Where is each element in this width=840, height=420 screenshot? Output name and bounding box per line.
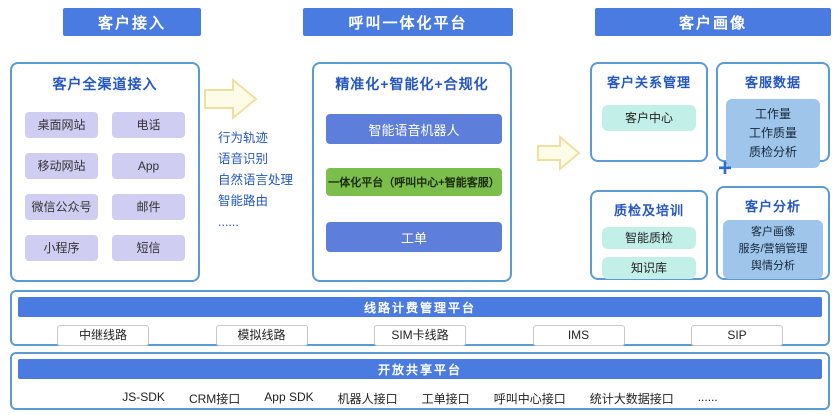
channel-app: App bbox=[112, 153, 185, 179]
node-workorder-api: 工单接口 bbox=[421, 392, 470, 406]
flow-arrow-right-icon bbox=[537, 135, 581, 171]
capability-item: 智能路由 bbox=[218, 194, 269, 208]
channel-wechat: 微信公众号 bbox=[25, 194, 98, 220]
access-box-title: 客户全渠道接入 bbox=[52, 76, 158, 92]
node-api-ellipsis: ...... bbox=[697, 390, 718, 404]
plus-icon: + bbox=[717, 155, 732, 182]
service-data-box: 客服数据 工作量 工作质量 质检分析 bbox=[716, 62, 830, 168]
capability-item: 语音识别 bbox=[218, 152, 269, 166]
node-service-marketing: 服务/营销管理 bbox=[738, 243, 808, 255]
channel-sms: 短信 bbox=[112, 235, 185, 261]
banner-customer-profile: 客户画像 bbox=[595, 8, 831, 36]
channel-miniprogram: 小程序 bbox=[25, 235, 98, 261]
crm-box-title: 客户关系管理 bbox=[606, 75, 691, 90]
node-customer-portrait: 客户画像 bbox=[751, 226, 795, 238]
capability-item-ellipsis: ...... bbox=[218, 215, 239, 229]
banner-call-platform: 呼叫一体化平台 bbox=[303, 8, 513, 36]
platform-box-title: 精准化+智能化+合规化 bbox=[335, 76, 489, 92]
analysis-box: 客户分析 客户画像 服务/营销管理 舆情分析 bbox=[716, 186, 830, 280]
node-crm-api: CRM接口 bbox=[188, 392, 241, 406]
node-bigdata-api: 统计大数据接口 bbox=[589, 392, 674, 406]
qc-box: 质检及培训 智能质检 知识库 bbox=[590, 190, 708, 280]
channel-desktop-web: 桌面网站 bbox=[25, 112, 98, 138]
node-work-order: 工单 bbox=[326, 222, 502, 252]
node-workload: 工作量 bbox=[754, 107, 791, 121]
billing-box: 线路计费管理平台 中继线路 模拟线路 SIM卡线路 IMS SIP bbox=[10, 290, 830, 346]
node-qc-analysis: 质检分析 bbox=[748, 145, 797, 159]
flow-arrow-left-icon bbox=[204, 78, 258, 120]
billing-line-row: 中继线路 模拟线路 SIM卡线路 IMS SIP bbox=[12, 317, 828, 346]
service-data-box-title: 客服数据 bbox=[744, 75, 801, 90]
node-ims: IMS bbox=[532, 325, 625, 346]
node-trunk-line: 中继线路 bbox=[57, 325, 149, 346]
capability-list: 行为轨迹 语音识别 自然语言处理 智能路由 ...... bbox=[218, 128, 293, 233]
open-api-row: JS-SDK CRM接口 App SDK 机器人接口 工单接口 呼叫中心接口 统… bbox=[12, 379, 828, 407]
platform-box: 精准化+智能化+合规化 智能语音机器人 一体化平台（呼叫中心+智能客服） 工单 bbox=[312, 62, 512, 282]
crm-box: 客户关系管理 客户中心 bbox=[590, 62, 708, 162]
node-integrated-platform: 一体化平台（呼叫中心+智能客服） bbox=[326, 168, 502, 196]
node-customer-center: 客户中心 bbox=[602, 105, 696, 131]
node-analog-line: 模拟线路 bbox=[215, 325, 308, 346]
node-work-quality: 工作质量 bbox=[748, 126, 797, 140]
node-sim-line: SIM卡线路 bbox=[374, 325, 466, 346]
capability-item: 自然语言处理 bbox=[218, 173, 294, 187]
node-sip: SIP bbox=[691, 325, 783, 346]
node-smart-qc: 智能质检 bbox=[602, 227, 696, 249]
node-app-sdk: App SDK bbox=[264, 390, 314, 404]
open-box: 开放共享平台 JS-SDK CRM接口 App SDK 机器人接口 工单接口 呼… bbox=[10, 352, 830, 410]
channel-phone: 电话 bbox=[112, 112, 185, 138]
channel-mobile-web: 移动网站 bbox=[25, 153, 98, 179]
channel-grid: 桌面网站 电话 移动网站 App 微信公众号 邮件 小程序 短信 bbox=[12, 94, 198, 261]
node-js-sdk: JS-SDK bbox=[122, 390, 165, 404]
node-sentiment-analysis: 舆情分析 bbox=[751, 260, 795, 272]
access-box: 客户全渠道接入 桌面网站 电话 移动网站 App 微信公众号 邮件 小程序 短信 bbox=[10, 62, 200, 282]
qc-box-title: 质检及培训 bbox=[613, 203, 684, 218]
node-callcenter-api: 呼叫中心接口 bbox=[493, 392, 566, 406]
open-banner: 开放共享平台 bbox=[18, 359, 822, 379]
banner-customer-access: 客户接入 bbox=[63, 8, 201, 36]
capability-item: 行为轨迹 bbox=[218, 131, 269, 145]
analysis-block: 客户画像 服务/营销管理 舆情分析 bbox=[723, 220, 823, 279]
channel-email: 邮件 bbox=[112, 194, 185, 220]
billing-banner: 线路计费管理平台 bbox=[18, 297, 822, 317]
node-knowledge-base: 知识库 bbox=[602, 257, 696, 279]
node-voice-robot: 智能语音机器人 bbox=[326, 114, 502, 144]
node-robot-api: 机器人接口 bbox=[337, 392, 398, 406]
service-data-block: 工作量 工作质量 质检分析 bbox=[726, 99, 820, 168]
analysis-box-title: 客户分析 bbox=[744, 199, 801, 214]
